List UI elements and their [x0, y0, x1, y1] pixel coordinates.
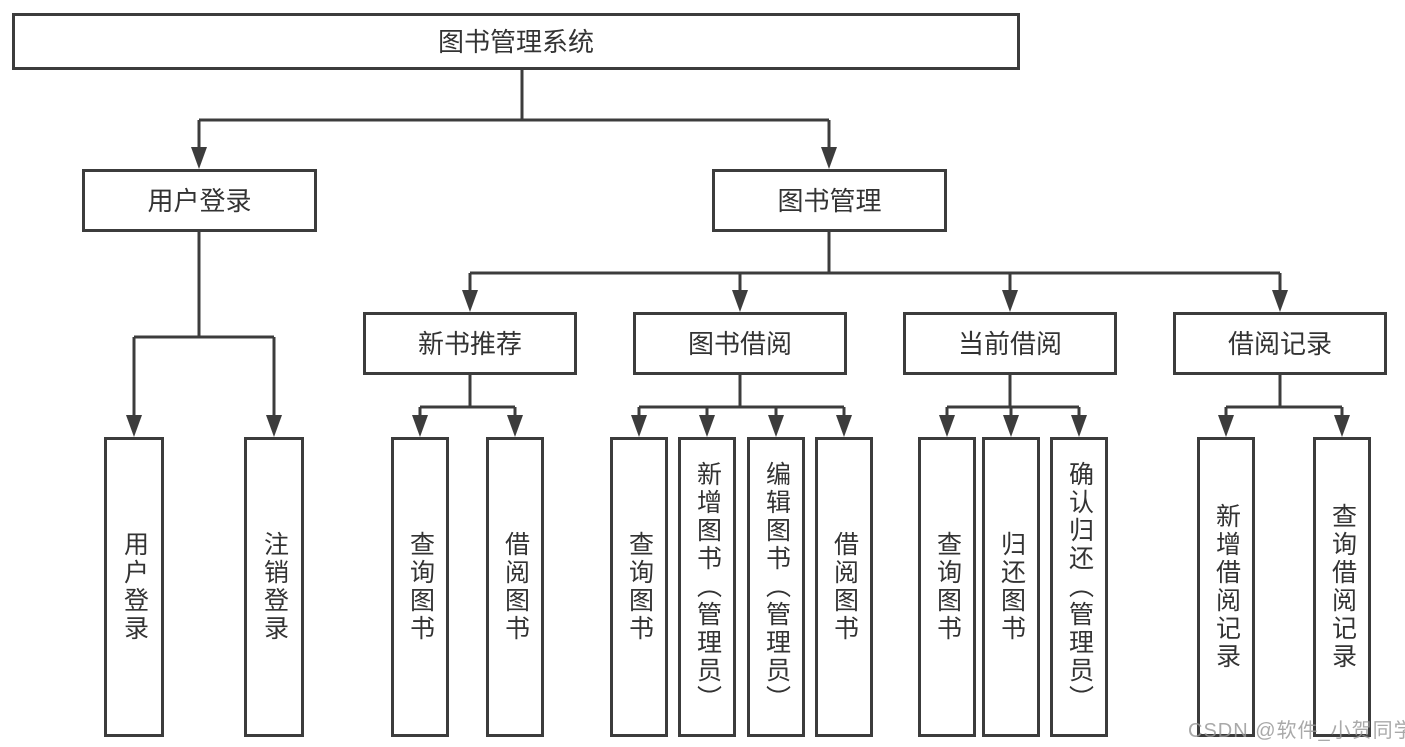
- node-query-borrow-record-leaf: 查询借阅记录: [1313, 437, 1371, 737]
- node-add-books-admin-leaf: 新增图书（管理员）: [678, 437, 736, 737]
- arrow-down-icon: [768, 415, 784, 437]
- connector-current-borrow-children: [945, 375, 1081, 418]
- arrow-down-icon: [266, 415, 282, 437]
- node-borrow-books-leaf: 借阅图书: [815, 437, 873, 737]
- node-library-management-system: 图书管理系统: [12, 13, 1020, 70]
- node-borrow-books-leaf: 借阅图书: [486, 437, 544, 737]
- node-add-borrow-record-leaf: 新增借阅记录: [1197, 437, 1255, 737]
- node-user-login-branch: 用户登录: [82, 169, 317, 232]
- connector-root-to-level2: [197, 70, 831, 150]
- node-return-books-leaf: 归还图书: [982, 437, 1040, 737]
- arrow-down-icon: [462, 290, 478, 312]
- arrow-down-icon: [412, 415, 428, 437]
- node-borrowing-records: 借阅记录: [1173, 312, 1387, 375]
- node-query-books-leaf: 查询图书: [610, 437, 668, 737]
- arrow-down-icon: [126, 415, 142, 437]
- node-book-borrowing: 图书借阅: [633, 312, 847, 375]
- arrow-down-icon: [191, 147, 207, 169]
- node-edit-books-admin-leaf: 编辑图书（管理员）: [747, 437, 805, 737]
- arrow-down-icon: [939, 415, 955, 437]
- arrow-down-icon: [732, 290, 748, 312]
- arrow-down-icon: [1272, 290, 1288, 312]
- arrow-down-icon: [699, 415, 715, 437]
- node-confirm-return-admin-leaf: 确认归还（管理员）: [1050, 437, 1108, 737]
- connector-book-borrow-children: [637, 375, 846, 418]
- connector-user-login-children: [132, 232, 276, 418]
- arrow-down-icon: [1071, 415, 1087, 437]
- node-query-books-leaf: 查询图书: [918, 437, 976, 737]
- csdn-watermark: CSDN @软件_小贺同学: [1188, 720, 1405, 742]
- arrow-down-icon: [631, 415, 647, 437]
- arrow-down-icon: [1003, 415, 1019, 437]
- node-user-login-leaf: 用户登录: [104, 437, 164, 737]
- node-book-management-branch: 图书管理: [712, 169, 947, 232]
- node-logout-leaf: 注销登录: [244, 437, 304, 737]
- node-query-books-leaf: 查询图书: [391, 437, 449, 737]
- arrow-down-icon: [507, 415, 523, 437]
- node-current-borrowing: 当前借阅: [903, 312, 1117, 375]
- connector-book-mgmt-to-level3: [468, 232, 1282, 293]
- arrow-down-icon: [1218, 415, 1234, 437]
- node-new-book-recommendation: 新书推荐: [363, 312, 577, 375]
- connector-new-book-children: [418, 375, 517, 418]
- connector-borrow-record-children: [1224, 375, 1344, 418]
- arrow-down-icon: [1334, 415, 1350, 437]
- arrow-down-icon: [1002, 290, 1018, 312]
- arrow-down-icon: [821, 147, 837, 169]
- arrow-down-icon: [836, 415, 852, 437]
